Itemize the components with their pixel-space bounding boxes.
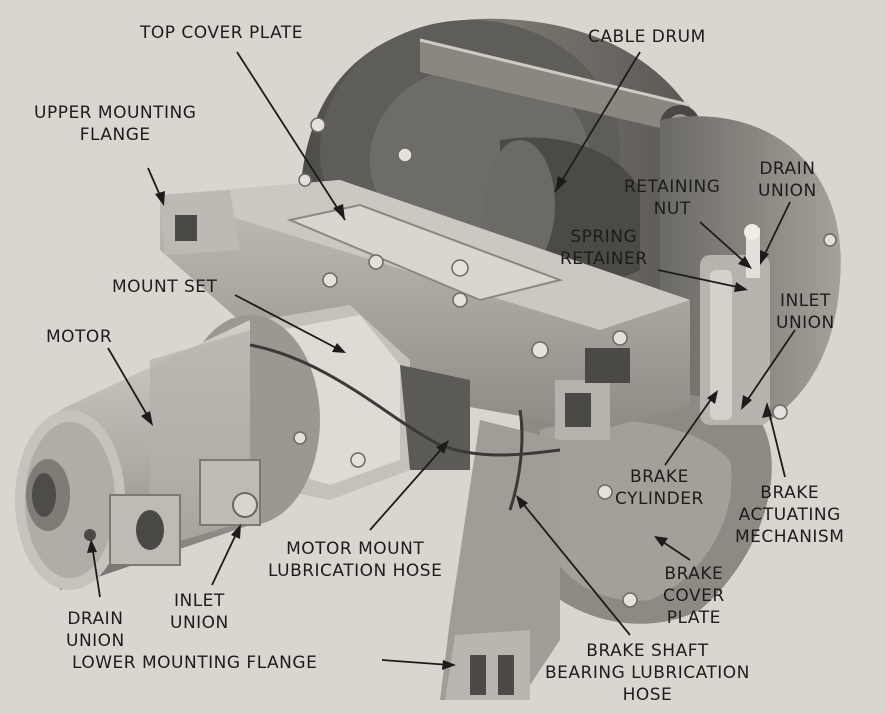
label-lower-mounting-flange: LOWER MOUNTING FLANGE <box>72 652 317 674</box>
label-line: DRAIN <box>759 159 816 179</box>
label-line: MOUNT SET <box>112 277 218 297</box>
label-line: INLET <box>779 291 831 311</box>
label-line: UNION <box>776 313 835 333</box>
label-line: LOWER MOUNTING FLANGE <box>72 653 318 673</box>
label-line: RETAINER <box>560 249 648 269</box>
lower-mounting-flange-shape <box>440 420 560 700</box>
hoses <box>249 343 561 511</box>
winch-frame <box>160 180 690 440</box>
label-line: BRAKE <box>760 483 820 503</box>
label-line: PLATE <box>666 608 721 628</box>
label-retaining-nut: RETAINING NUT <box>624 176 720 220</box>
label-brake-actuating-mechanism: BRAKE ACTUATING MECHANISM <box>735 482 844 548</box>
label-line: BRAKE SHAFT <box>586 641 709 661</box>
label-line: NUT <box>653 199 691 219</box>
label-cable-drum: CABLE DRUM <box>588 26 706 48</box>
label-brake-cylinder: BRAKE CYLINDER <box>615 466 704 510</box>
label-line: RETAINING <box>624 177 721 197</box>
label-line: DRAIN <box>67 609 124 629</box>
label-line: SPRING <box>570 227 638 247</box>
label-line: BRAKE <box>664 564 724 584</box>
label-line: ACTUATING <box>738 505 841 525</box>
label-brake-cover-plate: BRAKE COVER PLATE <box>663 563 725 629</box>
label-line: COVER <box>663 586 725 606</box>
label-mount-set: MOUNT SET <box>112 276 217 298</box>
label-line: UNION <box>66 631 125 651</box>
label-line: FLANGE <box>79 125 151 145</box>
label-line: BEARING LUBRICATION <box>545 663 750 683</box>
label-spring-retainer: SPRING RETAINER <box>560 226 648 270</box>
label-line: CYLINDER <box>615 489 704 509</box>
label-motor-mount-lubrication-hose: MOTOR MOUNT LUBRICATION HOSE <box>268 538 442 582</box>
label-line: HOSE <box>622 685 673 705</box>
label-line: BRAKE <box>630 467 689 487</box>
label-top-cover-plate: TOP COVER PLATE <box>140 22 303 44</box>
label-line: LUBRICATION HOSE <box>268 561 443 581</box>
label-line: UNION <box>758 181 817 201</box>
leader-lines <box>87 51 796 670</box>
bolts <box>293 117 837 608</box>
motor-shape <box>15 315 320 590</box>
label-drain-union-left: DRAIN UNION <box>66 608 125 652</box>
label-line: UPPER MOUNTING <box>34 103 197 123</box>
label-inlet-union-left: INLET UNION <box>170 590 229 634</box>
label-line: MOTOR MOUNT <box>286 539 425 559</box>
label-line: CABLE DRUM <box>588 27 706 47</box>
label-drain-union-right: DRAIN UNION <box>758 158 817 202</box>
label-line: MOTOR <box>46 327 113 347</box>
label-inlet-union-right: INLET UNION <box>776 290 835 334</box>
label-motor: MOTOR <box>46 326 112 348</box>
label-line: TOP COVER PLATE <box>140 23 304 43</box>
label-line: INLET <box>173 591 225 611</box>
label-line: UNION <box>170 613 229 633</box>
label-upper-mounting-flange: UPPER MOUNTING FLANGE <box>34 102 196 146</box>
label-brake-shaft-bearing-lubrication-hose: BRAKE SHAFT BEARING LUBRICATION HOSE <box>545 640 750 706</box>
label-line: MECHANISM <box>735 527 845 547</box>
